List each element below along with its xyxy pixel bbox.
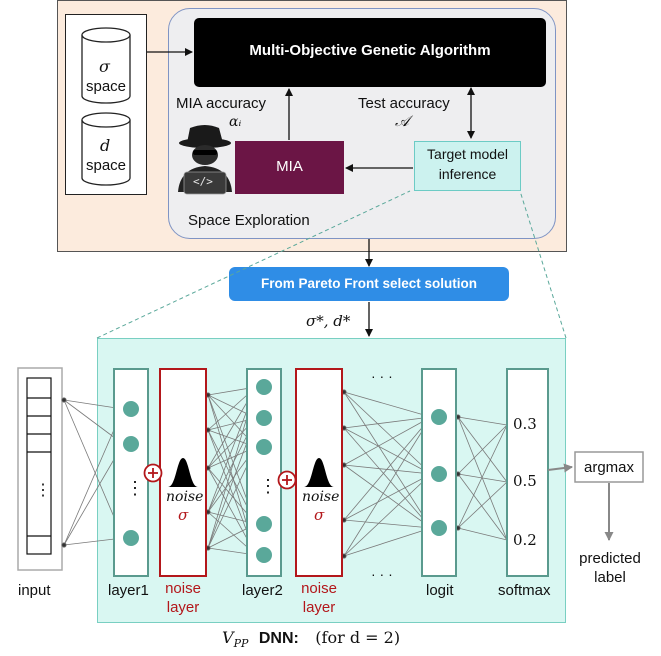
argmax-label: argmax [583, 459, 635, 476]
caption-bold: DNN: [258, 630, 299, 647]
hacker-icon [178, 125, 232, 195]
network-connection [457, 416, 508, 426]
caption-symbol: V [222, 628, 234, 647]
d-space-symbol: d [100, 136, 111, 155]
target-inference-line1: Target model [427, 146, 508, 162]
noise-layer2-label-line1: noise [301, 580, 337, 597]
predicted-label-line1: predicted [579, 550, 641, 567]
logit-node [431, 466, 447, 482]
network-connection [343, 391, 432, 418]
network-connection [457, 473, 508, 483]
pareto-label: From Pareto Front select solution [260, 276, 478, 291]
d-space-label: space [86, 157, 127, 174]
code-icon: </> [193, 175, 213, 188]
network-connection [343, 391, 432, 475]
target-inference-line2: inference [438, 166, 497, 182]
softmax-label: softmax [498, 582, 551, 599]
test-accuracy-label: Test accuracy [358, 95, 450, 112]
caption-rest: (for d = 2) [315, 628, 401, 647]
network-connection [343, 416, 432, 521]
layer2-dots: ⋮ [259, 476, 277, 496]
test-accuracy-symbol: 𝒜 [395, 112, 410, 130]
mia-accuracy-label: MIA accuracy [176, 95, 267, 112]
network-connection [343, 391, 432, 529]
logit-node [431, 520, 447, 536]
moga-box [194, 18, 546, 87]
mia-accuracy-symbol: αᵢ [229, 114, 242, 130]
layer2-node [256, 547, 272, 563]
space-exploration-label: Space Exploration [188, 212, 310, 229]
network-connection [343, 519, 432, 529]
input-label: input [18, 582, 51, 599]
network-connection [457, 481, 508, 529]
layer1-dots: ⋮ [126, 478, 144, 498]
sigma-text-2: σ [314, 506, 325, 524]
network-connection [343, 427, 432, 475]
network-connection [457, 424, 508, 475]
noise-text-2: noise [302, 489, 340, 505]
target-inference-box [414, 141, 521, 191]
logit-box [421, 368, 457, 577]
softmax-value-3: 0.2 [513, 531, 537, 549]
layer2-node [256, 410, 272, 426]
network-connection [343, 416, 432, 429]
network-connection [457, 424, 508, 529]
add-noise-icon [277, 470, 297, 490]
gaussian-curve-icon [168, 458, 198, 487]
input-vector [17, 367, 63, 571]
softmax-value-2: 0.5 [513, 472, 537, 490]
add-noise-icon [143, 463, 163, 483]
bottom-dots: · · · [371, 566, 393, 582]
sigma-space-label: space [86, 78, 127, 95]
network-connection [343, 416, 432, 557]
network-connection [457, 527, 508, 541]
layer2-node [256, 439, 272, 455]
connection-dot [61, 542, 67, 548]
sigma-text-1: σ [178, 506, 189, 524]
network-connection [343, 473, 432, 521]
connection-dot [61, 397, 67, 403]
noise-layer1-label-line1: noise [165, 580, 201, 597]
mia-label: MIA [276, 158, 303, 175]
layer1-label: layer1 [108, 582, 149, 599]
softmax-box [506, 368, 549, 577]
noise-layer1-label-line2: layer [166, 599, 200, 616]
layer1-node [123, 401, 139, 417]
sigma-space-cylinder [81, 27, 131, 104]
network-connection [457, 416, 508, 541]
argmax-box [574, 451, 644, 483]
caption-subscript: PP [233, 637, 249, 651]
network-connection [457, 473, 508, 541]
input-dots: ⋮ [35, 482, 51, 499]
softmax-value-1: 0.3 [513, 415, 537, 433]
caption: VPP DNN: (for d = 2) [222, 628, 400, 650]
layer2-node [256, 516, 272, 532]
network-connection [343, 416, 432, 466]
sigma-space-symbol: σ [99, 57, 110, 76]
gaussian-curve-icon [304, 458, 334, 487]
pareto-box [229, 267, 509, 301]
moga-label: Multi-Objective Genetic Algorithm [249, 42, 491, 59]
network-connection [343, 464, 432, 529]
layer2-box [246, 368, 282, 577]
logit-label: logit [426, 582, 454, 599]
top-dots: · · · [371, 368, 393, 384]
solution-label: σ*, d* [306, 312, 351, 330]
network-connection [343, 427, 432, 529]
network-connection [343, 473, 432, 557]
layer2-label: layer2 [242, 582, 283, 599]
noise-layer2-label-line2: layer [302, 599, 336, 616]
network-connection [343, 464, 432, 475]
layer2-node [256, 379, 272, 395]
mia-box [235, 141, 344, 194]
layer1-node [123, 530, 139, 546]
network-connection [343, 527, 432, 557]
top-diagram-graphics [81, 27, 475, 337]
predicted-label-line2: label [594, 569, 626, 586]
d-space-cylinder [81, 112, 131, 186]
logit-node [431, 409, 447, 425]
noise-text-1: noise [166, 489, 204, 505]
layer1-node [123, 436, 139, 452]
